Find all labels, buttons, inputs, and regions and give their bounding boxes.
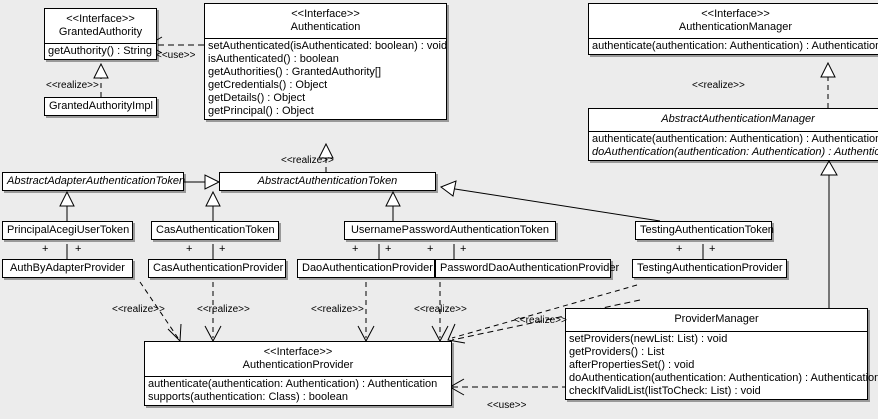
- edge-label-realize-abstract-authentication-manager: <<realize>>: [692, 80, 745, 91]
- class-box-testing-authentication-token[interactable]: TestingAuthenticationToken: [635, 221, 774, 240]
- edge-label-realize-granted-authority-impl: <<realize>>: [46, 80, 99, 91]
- class-box-abstract-authentication-manager[interactable]: AbstractAuthenticationManager authentica…: [588, 108, 878, 161]
- method-getAuthorities: getAuthorities() : GrantedAuthority[]: [208, 66, 382, 78]
- method-compartment: authenticate(authentication: Authenticat…: [589, 38, 878, 54]
- association-marker-plus: +: [385, 243, 392, 255]
- association-marker-plus: +: [709, 243, 716, 255]
- class-box-principal-acegi-user-token[interactable]: PrincipalAcegiUserToken: [2, 221, 133, 240]
- class-box-granted-authority-impl[interactable]: GrantedAuthorityImpl: [44, 97, 157, 116]
- method-authenticate: authenticate(authentication: Authenticat…: [592, 40, 878, 52]
- edge-label-use-provider-manager: <<use>>: [487, 400, 527, 411]
- class-box-auth-by-adapter-provider[interactable]: AuthByAdapterProvider: [2, 259, 133, 278]
- association-marker-plus: +: [427, 243, 434, 255]
- method-setAuthenticated: setAuthenticated(isAuthenticated: boolea…: [208, 40, 448, 52]
- method-isAuthenticated: isAuthenticated() : boolean: [208, 53, 339, 65]
- method-afterPropertiesSet: afterPropertiesSet() : void: [569, 359, 695, 371]
- class-box-cas-authentication-provider[interactable]: CasAuthenticationProvider: [148, 259, 286, 278]
- class-box-provider-manager[interactable]: ProviderManager setProviders(newList: Li…: [565, 308, 878, 400]
- class-box-authentication[interactable]: <<Interface>> Authentication setAuthenti…: [204, 3, 447, 120]
- class-name: AuthByAdapterProvider: [10, 262, 125, 274]
- association-marker-plus: +: [676, 243, 683, 255]
- class-header: <<Interface>> AuthenticationManager: [589, 4, 878, 38]
- class-name: TestingAuthenticationToken: [640, 224, 774, 236]
- class-name: CasAuthenticationProvider: [153, 262, 284, 274]
- method-authenticate: authenticate(authentication: Authenticat…: [592, 133, 878, 145]
- edge-label-realize-password-dao-provider: <<realize>>: [414, 304, 467, 315]
- method-compartment: setAuthenticated(isAuthenticated: boolea…: [205, 38, 448, 119]
- edge-label-realize-dao-provider: <<realize>>: [311, 304, 364, 315]
- method-doAuthentication: doAuthentication(authentication: Authent…: [592, 146, 878, 158]
- method-compartment: getAuthority() : String: [45, 43, 156, 59]
- class-name: AuthenticationProvider: [242, 359, 354, 371]
- class-box-password-dao-authentication-provider[interactable]: PasswordDaoAuthenticationProvider: [435, 259, 620, 278]
- method-checkIfValidList: checkIfValidList(listToCheck: List) : vo…: [569, 385, 761, 397]
- method-getAuthority: getAuthority() : String: [48, 45, 152, 57]
- association-marker-plus: +: [219, 243, 226, 255]
- method-doAuthentication: doAuthentication(authentication: Authent…: [569, 372, 878, 384]
- class-name: GrantedAuthorityImpl: [49, 100, 153, 112]
- edge-label-use-granted-authority: <<use>>: [156, 50, 196, 61]
- class-header: <<Interface>> GrantedAuthority: [45, 9, 156, 43]
- class-name: GrantedAuthority: [58, 26, 143, 38]
- association-marker-plus: +: [186, 243, 193, 255]
- method-setProviders: setProviders(newList: List) : void: [569, 333, 728, 345]
- method-getCredentials: getCredentials() : Object: [208, 79, 328, 91]
- association-marker-plus: +: [352, 243, 359, 255]
- method-compartment: setProviders(newList: List) : void getPr…: [566, 331, 878, 399]
- class-name: DaoAuthenticationProvider: [302, 262, 433, 274]
- stereotype-label: <<Interface>>: [291, 8, 360, 20]
- class-name: AuthenticationManager: [678, 21, 793, 33]
- association-marker-plus: +: [75, 243, 82, 255]
- class-header: ProviderManager: [566, 309, 867, 331]
- stereotype-label: <<Interface>>: [66, 13, 135, 25]
- stereotype-label: <<Interface>>: [701, 8, 770, 20]
- class-name: UsernamePasswordAuthenticationToken: [350, 224, 550, 236]
- association-marker-plus: +: [42, 243, 49, 255]
- class-name: CasAuthenticationToken: [156, 224, 275, 236]
- class-box-testing-authentication-provider[interactable]: TestingAuthenticationProvider: [632, 259, 787, 278]
- class-box-username-password-authentication-token[interactable]: UsernamePasswordAuthenticationToken: [344, 221, 556, 240]
- class-box-cas-authentication-token[interactable]: CasAuthenticationToken: [151, 221, 279, 240]
- class-header: AbstractAuthenticationManager: [589, 109, 878, 131]
- association-marker-plus: +: [460, 243, 467, 255]
- class-name: Authentication: [290, 21, 361, 33]
- class-name: AbstractAuthenticationManager: [661, 113, 815, 125]
- method-supports: supports(authentication: Class) : boolea…: [148, 391, 348, 403]
- edge-label-realize-abstract-authentication-token: <<realize>>: [281, 155, 334, 166]
- edge-label-realize-auth-by-adapter-provider: <<realize>>: [112, 304, 165, 315]
- class-name: TestingAuthenticationProvider: [637, 262, 783, 274]
- class-box-abstract-authentication-token[interactable]: AbstractAuthenticationToken: [219, 172, 436, 191]
- method-compartment: authenticate(authentication: Authenticat…: [589, 131, 878, 160]
- edge-label-realize-cas-provider: <<realize>>: [197, 304, 250, 315]
- method-authenticate: authenticate(authentication: Authenticat…: [148, 378, 438, 390]
- class-name: PrincipalAcegiUserToken: [7, 224, 130, 236]
- method-getPrincipal: getPrincipal() : Object: [208, 105, 314, 117]
- class-box-abstract-adapter-authentication-token[interactable]: AbstractAdapterAuthenticationToken: [2, 172, 186, 191]
- class-header: <<Interface>> AuthenticationProvider: [145, 342, 451, 376]
- class-box-authentication-manager[interactable]: <<Interface>> AuthenticationManager auth…: [588, 3, 878, 55]
- class-box-granted-authority[interactable]: <<Interface>> GrantedAuthority getAuthor…: [44, 8, 157, 60]
- class-name: ProviderManager: [674, 313, 759, 325]
- method-getDetails: getDetails() : Object: [208, 92, 306, 104]
- class-box-dao-authentication-provider[interactable]: DaoAuthenticationProvider: [297, 259, 435, 278]
- method-getProviders: getProviders() : List: [569, 346, 665, 358]
- edge-label-realize-testing-provider: <<realize>>: [514, 315, 567, 326]
- method-compartment: authenticate(authentication: Authenticat…: [145, 376, 451, 405]
- stereotype-label: <<Interface>>: [263, 346, 333, 358]
- class-name: AbstractAuthenticationToken: [257, 175, 398, 187]
- class-box-authentication-provider[interactable]: <<Interface>> AuthenticationProvider aut…: [144, 341, 452, 406]
- class-header: <<Interface>> Authentication: [205, 4, 446, 38]
- class-name: PasswordDaoAuthenticationProvider: [440, 262, 620, 274]
- class-name: AbstractAdapterAuthenticationToken: [7, 175, 186, 187]
